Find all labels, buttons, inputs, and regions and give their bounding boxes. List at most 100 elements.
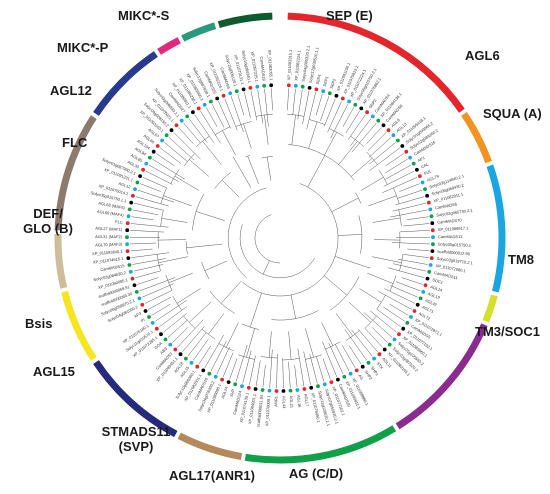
terminal-branch-59 [322,341,338,377]
clade-label-1: AGL6 [465,48,500,63]
terminal-branch-124 [200,110,221,144]
terminal-branch-48 [370,310,397,333]
leaf-marker-114 [148,155,152,160]
terminal-branch-100 [130,248,153,252]
terminal-branch-112 [145,170,173,185]
leaf-label-5: SEP1 [322,75,330,87]
leaf-marker-23 [415,167,419,172]
leaf-marker-88 [154,326,159,331]
internal-arc-102 [254,214,281,264]
terminal-branch-125 [205,107,218,127]
internal-ray-1 [291,114,296,145]
leaf-label-66: AGL21 [289,395,295,409]
internal-ray-65 [243,123,252,149]
terminal-branch-116 [159,147,182,164]
leaf-marker-22 [411,161,416,166]
leaf-label-23: CAL [420,161,430,169]
clade-label-10-line-1: GLO (B) [23,221,73,236]
internal-ray-59 [189,159,210,177]
terminal-branch-62 [309,354,318,384]
internal-arc-100 [239,224,315,279]
leaf-marker-99 [126,256,131,260]
leaf-label-71: XP_011084001.1 [247,393,257,425]
terminal-branch-29 [389,209,428,218]
terminal-branch-53 [351,329,373,357]
leaf-marker-109 [133,187,137,192]
terminal-branch-106 [132,209,159,216]
leaf-label-99: XP_011074615.1 [93,256,125,265]
leaf-label-30: Solyc02g065730.2.1 [436,207,474,217]
terminal-branch-45 [389,303,409,316]
terminal-branch-65 [294,365,298,388]
leaf-label-132: Solyc10g084340.1 [241,50,252,84]
leaf-label-32: XP_011086917.1 [438,225,470,232]
terminal-branch-61 [316,356,325,382]
leaf-marker-129 [228,91,233,96]
leaf-label-105: AGL69 (MAF4) [97,209,125,218]
leaf-label-41: AGL19 [427,291,441,300]
leaf-marker-61 [322,382,327,387]
internal-ray-49 [158,256,188,263]
internal-ray-11 [360,177,384,191]
terminal-branch-117 [164,142,188,162]
terminal-branch-119 [173,132,201,160]
leaf-marker-17 [391,133,396,138]
leaf-label-68: ANR1 [273,395,278,407]
leaf-label-112: AGL30 [127,159,141,169]
terminal-branch-94 [139,277,176,292]
leaf-label-106: AGL68 (MAF5) [98,200,126,210]
leaf-marker-93 [137,296,142,301]
leaf-marker-102 [125,235,129,240]
terminal-branch-6 [320,96,330,121]
leaf-marker-14 [376,118,381,123]
clade-label-7-line-0: STMADS11 [102,424,171,439]
terminal-branch-50 [371,327,388,343]
clade-arc-14 [217,12,273,28]
leaf-label-113: AGL65 [130,153,144,164]
leaf-marker-46 [405,321,410,325]
leaf-marker-85 [168,342,173,347]
terminal-branch-31 [403,223,430,227]
clade-label-14: MIKC*-S [118,8,170,23]
internal-arc-60 [195,135,210,147]
terminal-branch-18 [369,142,396,165]
leaf-label-33: CamMADS13 [438,234,463,239]
internal-arc-76 [330,276,360,311]
internal-ray-47 [168,272,193,284]
leaf-marker-72 [246,385,251,390]
leaf-marker-29 [428,207,433,212]
internal-arc-34 [260,356,278,359]
leaf-label-104: FLC [115,219,123,225]
leaf-marker-11 [359,106,364,111]
terminal-branch-134 [264,88,269,127]
internal-ray-37 [246,328,255,358]
internal-ray-95 [247,156,259,185]
terminal-branch-60 [322,358,331,380]
terminal-branch-21 [385,158,408,174]
internal-arc-40 [201,328,216,340]
terminal-branch-123 [194,114,215,143]
terminal-branch-126 [211,104,225,128]
leaf-marker-12 [365,110,369,115]
leaf-marker-78 [207,371,212,376]
terminal-branch-20 [385,153,405,167]
clade-label-4: TM3/SOC1 [475,324,540,339]
leaf-label-63: XP_011076050.1 [310,392,321,424]
leaf-marker-34 [431,242,435,247]
terminal-branch-11 [345,110,360,134]
leaf-marker-49 [392,337,397,342]
internal-ray-35 [268,331,272,358]
internal-ray-93 [232,156,252,188]
terminal-branch-17 [368,137,392,158]
terminal-branch-10 [342,107,355,127]
internal-ray-7 [338,141,358,165]
terminal-branch-79 [204,334,225,368]
terminal-branch-93 [142,283,174,298]
leaf-marker-56 [354,368,359,373]
leaf-marker-13 [370,114,375,119]
terminal-branch-54 [344,329,368,361]
internal-arc-2 [309,119,326,125]
leaf-marker-51 [382,347,387,352]
terminal-branch-121 [183,122,201,144]
